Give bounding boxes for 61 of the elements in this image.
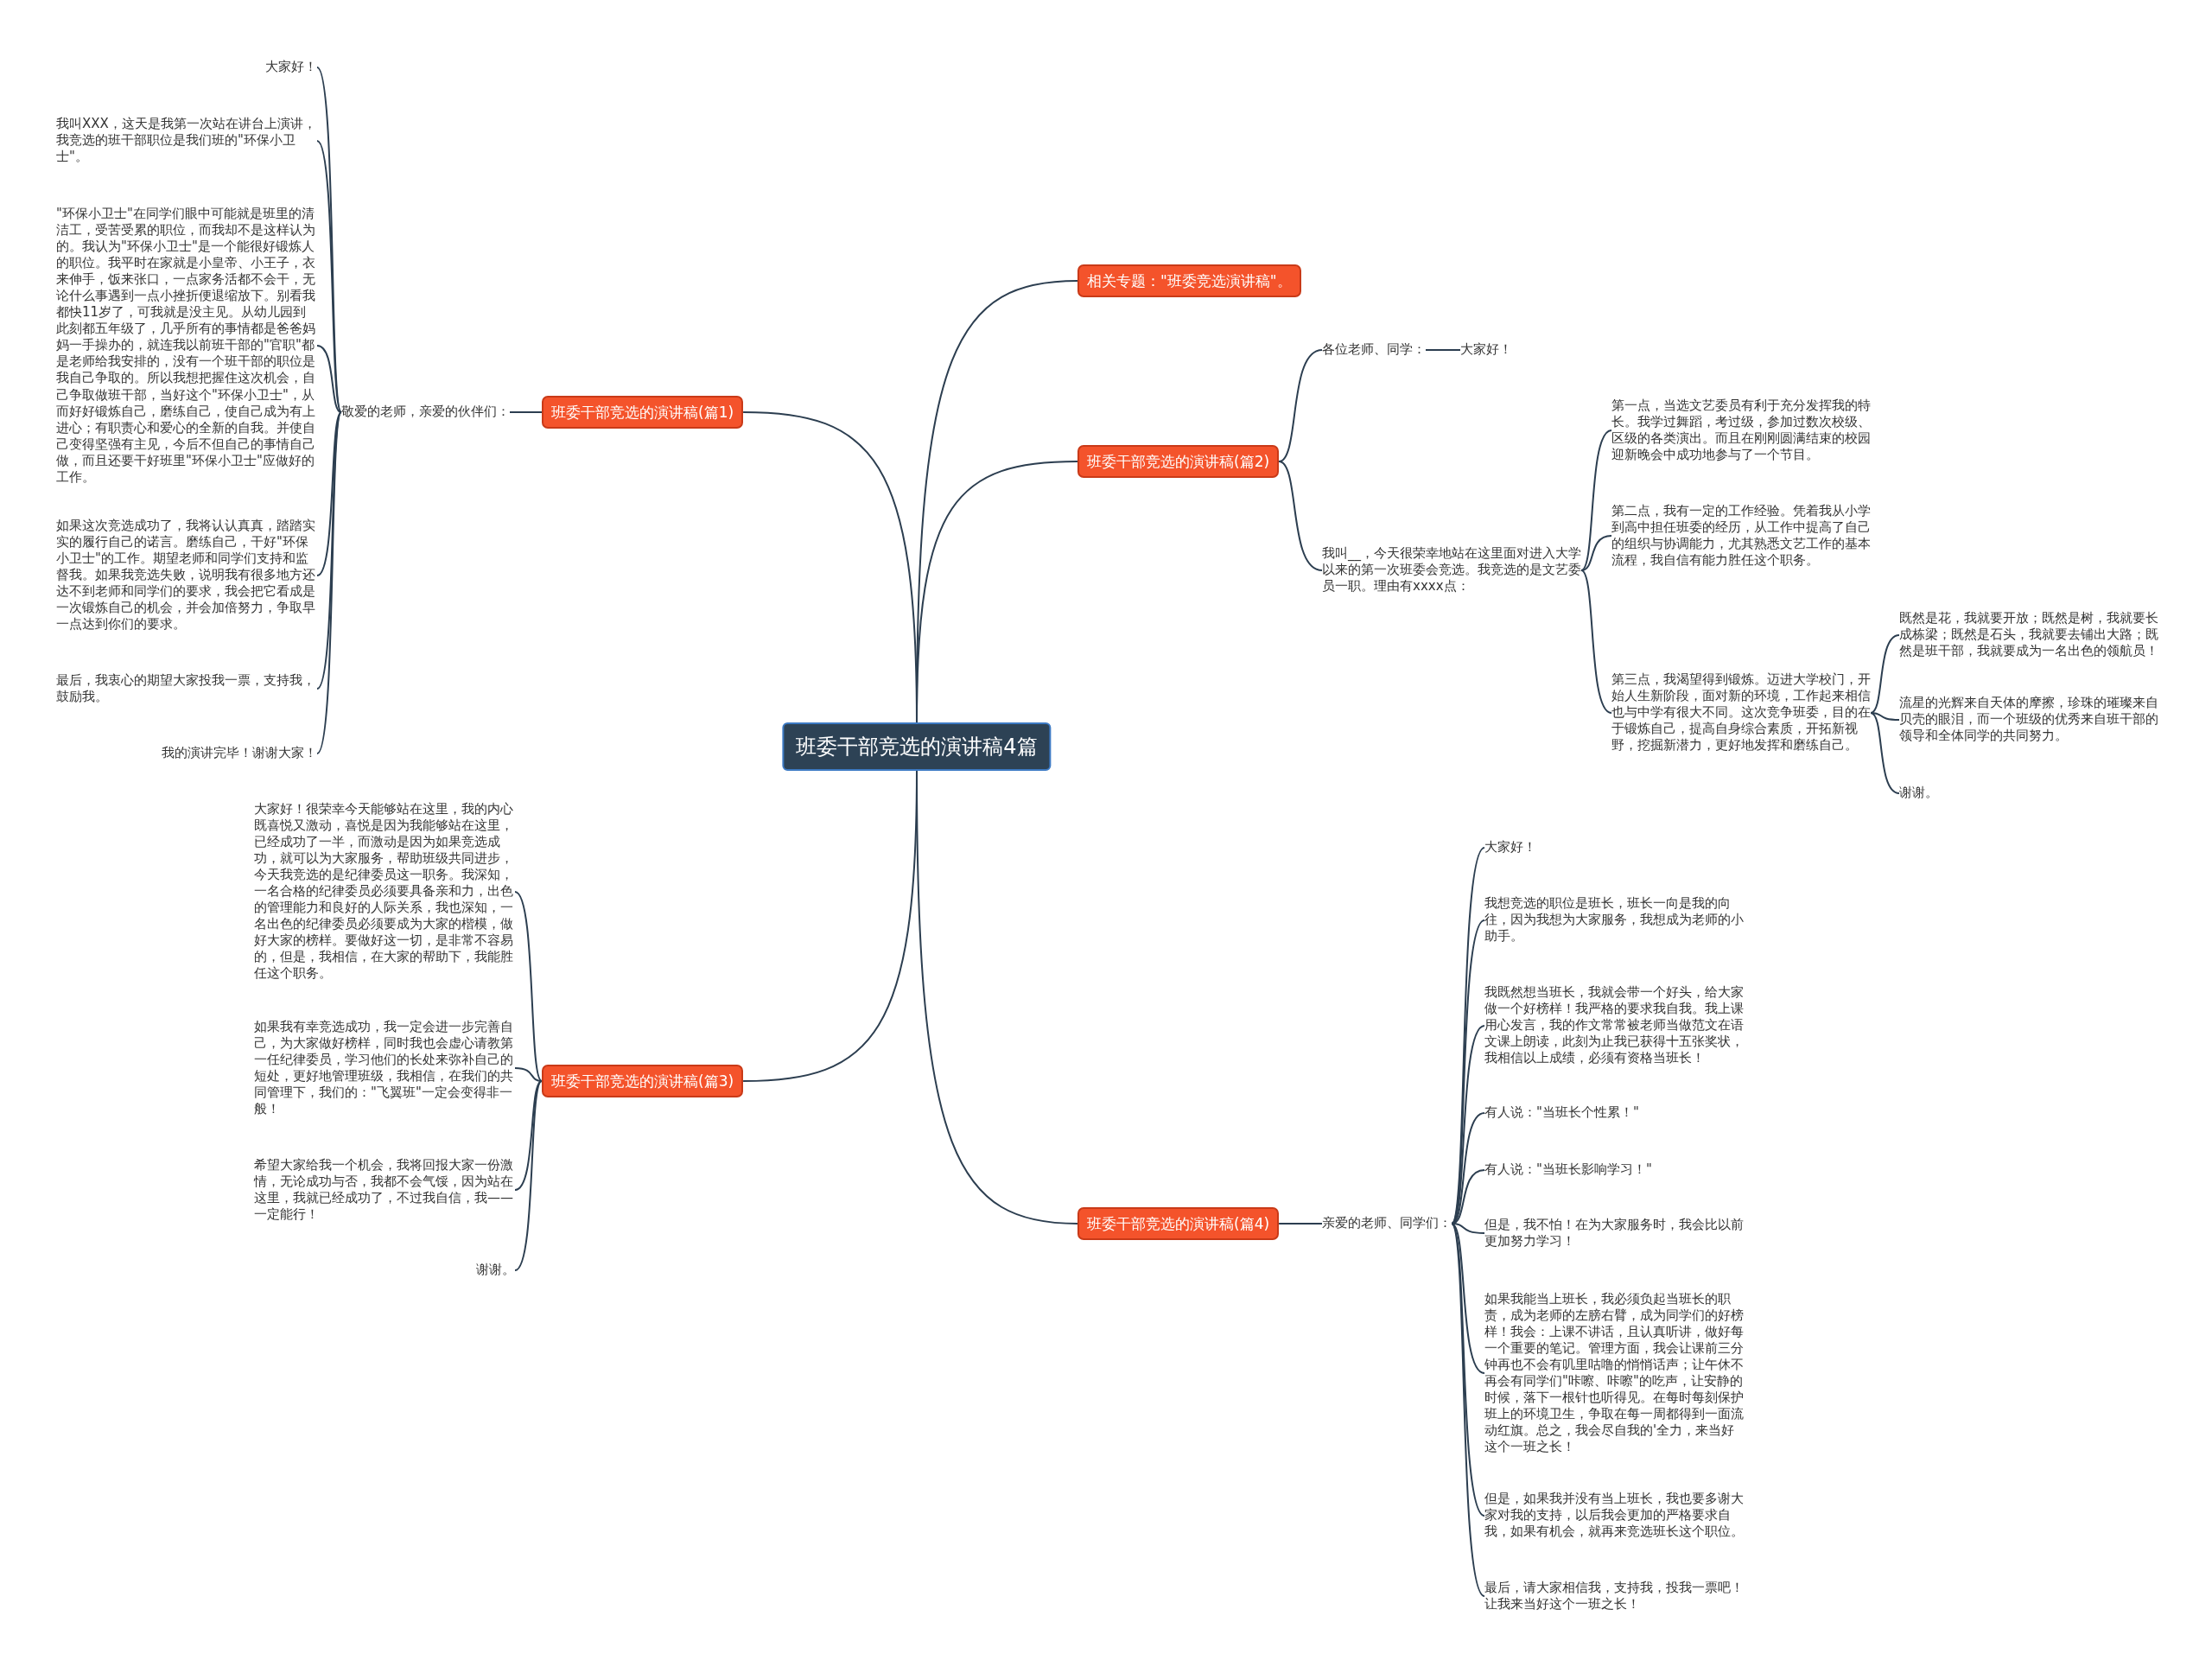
speech-text: 我的演讲完毕！谢谢大家！ xyxy=(162,745,317,762)
connector-line xyxy=(316,140,342,413)
connector-line xyxy=(316,345,342,413)
connector-line xyxy=(1870,712,1900,721)
speech-text: 亲爱的老师、同学们： xyxy=(1322,1215,1452,1232)
connector-line xyxy=(1451,1025,1485,1225)
connector-line xyxy=(1870,712,1900,794)
connector-line xyxy=(1580,569,1612,714)
speech-text: 但是，我不怕！在为大家服务时，我会比以前更加努力学习！ xyxy=(1484,1216,1744,1250)
connector-line xyxy=(514,1080,543,1271)
speech-text: 既然是花，我就要开放；既然是树，我就要长成栋梁；既然是石头，我就要去铺出大路；既然是班干部，我就要成为一名出色的领航员！ xyxy=(1899,610,2158,660)
speech-text: 我既然想当班长，我就会带一个好头，给大家做一个好榜样！我严格的要求我自我。我上课用心发言，我的作文常常被老师当做范文在语文课上朗读，此刻为止我已获得十五张奖状，我相信以上成绩，必须有资格当班长！ xyxy=(1484,984,1744,1067)
speech-text: 各位老师、同学： xyxy=(1322,341,1426,359)
speech-text: 第二点，我有一定的工作经验。凭着我从小学到高中担任班委的经历，从工作中提高了自己的组织与协调能力，尤其熟悉文艺工作的基本流程，我自信有能力胜任这个职务。 xyxy=(1611,502,1871,569)
speech-text: 谢谢。 xyxy=(476,1262,515,1279)
connector-line xyxy=(1451,847,1485,1225)
speech-text: 大家好！ xyxy=(1460,341,1512,359)
connector-line xyxy=(1870,634,1900,714)
connector-line xyxy=(1425,349,1461,351)
connector-line xyxy=(316,411,342,576)
speech-text: 大家好！ xyxy=(265,59,317,76)
speech-text: 最后，请大家相信我，支持我，投我一票吧！让我来当好这个一班之长！ xyxy=(1484,1579,1744,1613)
connector-line xyxy=(509,411,543,413)
connector-line xyxy=(1278,461,1323,571)
speech-text: 第三点，我渴望得到锻炼。迈进大学校门，开始人生新阶段，面对新的环境，工作起来相信也与中学有很大不同。这次竞争班委，目的在于锻炼自己，提高自身综合素质，开拓新视野，挖掘新潜力，更好地发挥和磨练自己。 xyxy=(1611,671,1871,754)
connector-line xyxy=(1580,429,1612,571)
connector-line xyxy=(1580,535,1612,571)
branch-box: 班委干部竞选的演讲稿(篇3) xyxy=(542,1064,744,1098)
branch-box: 班委干部竞选的演讲稿(篇4) xyxy=(1077,1206,1280,1241)
speech-text: 有人说："当班长影响学习！" xyxy=(1484,1161,1652,1179)
speech-text: 流星的光辉来自天体的摩擦，珍珠的璀璨来自贝壳的眼泪，而一个班级的优秀来自班干部的领导和全体同学的共同努力。 xyxy=(1899,695,2158,745)
connector-line xyxy=(514,1067,543,1082)
speech-text: 如果我能当上班长，我必须负起当班长的职责，成为老师的左膀右臂，成为同学们的好榜样！我会：上课不讲话，且认真听讲，做好每一个重要的笔记。管理方面，我会让课前三分钟再也不会有叽里咕噜的悄悄话声；让午休不再会有同学们"咔嚓、咔嚓"的吃声，让安静的时候，落下一根针也听得见。在每时每刻保护班上的环境卫生，争取在每一周都得到一面流动红旗。总之，我会尽自我的'全力，来当好这个一班之长！ xyxy=(1484,1290,1744,1456)
connector-line xyxy=(1451,1223,1485,1597)
branch-box: 班委干部竞选的演讲稿(篇1) xyxy=(542,395,744,429)
connector-line xyxy=(316,411,342,754)
speech-text: 有人说："当班长个性累！" xyxy=(1484,1104,1639,1122)
speech-text: 谢谢。 xyxy=(1899,785,1938,802)
central-topic-box: 班委干部竞选的演讲稿4篇 xyxy=(782,722,1052,771)
speech-text: 第一点，当选文艺委员有利于充分发挥我的特长。我学过舞蹈，考过级，参加过数次校级、区级的各类演出。而且在刚刚圆满结束的校园迎新晚会中成功地参与了一个节目。 xyxy=(1611,397,1871,464)
speech-text: 我叫XXX，这天是我第一次站在讲台上演讲，我竞选的班干部职位是我们班的"环保小卫士"。 xyxy=(56,116,317,166)
branch-box: 相关专题："班委竞选演讲稿"。 xyxy=(1077,264,1301,298)
connector-line xyxy=(514,891,543,1082)
speech-text: 大家好！很荣幸今天能够站在这里，我的内心既喜悦又激动，喜悦是因为我能够站在这里，已经成功了一半，而激动是因为如果竞选成功，就可以为大家服务，帮助班级共同进步，今天我竞选的是纪律委员这一职务。我深知，一名合格的纪律委员必须要具备亲和力，出色的管理能力和良好的人际关系，我也深知，一名出色的纪律委员必须要成为大家的楷模，做好大家的榜样。要做好这一切，是非常不容易的，但是，我相信，在大家的帮助下，我能胜任这个职务。 xyxy=(254,801,515,983)
connector-line xyxy=(514,1080,543,1191)
connector-line xyxy=(1278,349,1323,462)
speech-text: 如果这次竞选成功了，我将认认真真，踏踏实实的履行自己的诺言。磨练自己，干好"环保小卫士"的工作。期望老师和同学们支持和监督我。如果我竞选失败，说明我有很多地方还达不到老师和同学们的要求，我会把它看成是一次锻炼自己的机会，并会加倍努力，争取早一点达到你们的要求。 xyxy=(56,518,317,633)
speech-text: 敬爱的老师，亲爱的伙伴们： xyxy=(341,404,510,421)
speech-text: 希望大家给我一个机会，我将回报大家一份激情，无论成功与否，我都不会气馁，因为站在这里，我就已经成功了，不过我自信，我——一定能行！ xyxy=(254,1156,515,1224)
connector-line xyxy=(1451,1223,1485,1374)
speech-text: 如果我有幸竞选成功，我一定会进一步完善自己，为大家做好榜样，同时我也会虚心请教第一任纪律委员，学习他们的长处来弥补自己的短处，更好地管理班级，我相信，在我们的共同管理下，我们的："飞翼班"一定会变得非一般！ xyxy=(254,1018,515,1118)
speech-text: 我想竞选的职位是班长，班长一向是我的向往，因为我想为大家服务，我想成为老师的小助手。 xyxy=(1484,895,1744,945)
connector-line xyxy=(1451,1169,1485,1225)
connector-line xyxy=(1278,1223,1323,1225)
speech-text: 最后，我衷心的期望大家投我一票，支持我，鼓励我。 xyxy=(56,671,317,706)
connector-line xyxy=(316,411,342,690)
speech-text: 大家好！ xyxy=(1484,839,1536,856)
speech-text: 但是，如果我并没有当上班长，我也要多谢大家对我的支持，以后我会更加的严格要求自我，如果有机会，就再来竞选班长这个职位。 xyxy=(1484,1491,1744,1541)
speech-text: "环保小卫士"在同学们眼中可能就是班里的清洁工，受苦受累的职位，而我却不是这样认为的。我认为"环保小卫士"是一个能很好锻炼人的职位。我平时在家就是小皇帝、小王子，衣来伸手，饭来张口，一点家务活都不会干，无论什么事遇到一点小挫折便退缩放下。别看我都快11岁了，可我就是没主见。从幼儿园到此刻都五年级了，几乎所有的事情都是爸爸妈妈一手操办的，就连我以前班干部的"官职"都是老师给我安排的，没有一个班干部的职位是我自己争取的。所以我想把握住这次机会，自己争取做班干部，当好这个"环保小卫士"，从而好好锻炼自己，磨练自己，使自己成为有上进心；有职责心和爱心的全新的自我。并使自己变得坚强有主见，今后不但自己的事情自己做，而且还要干好班里"环保小卫士"应做好的工作。 xyxy=(56,206,317,486)
branch-box: 班委干部竞选的演讲稿(篇2) xyxy=(1077,444,1280,479)
speech-text: 我叫__，今天很荣幸地站在这里面对进入大学以来的第一次班委会竞选。我竞选的是文艺委员一职。理由有xxxx点： xyxy=(1322,545,1581,595)
